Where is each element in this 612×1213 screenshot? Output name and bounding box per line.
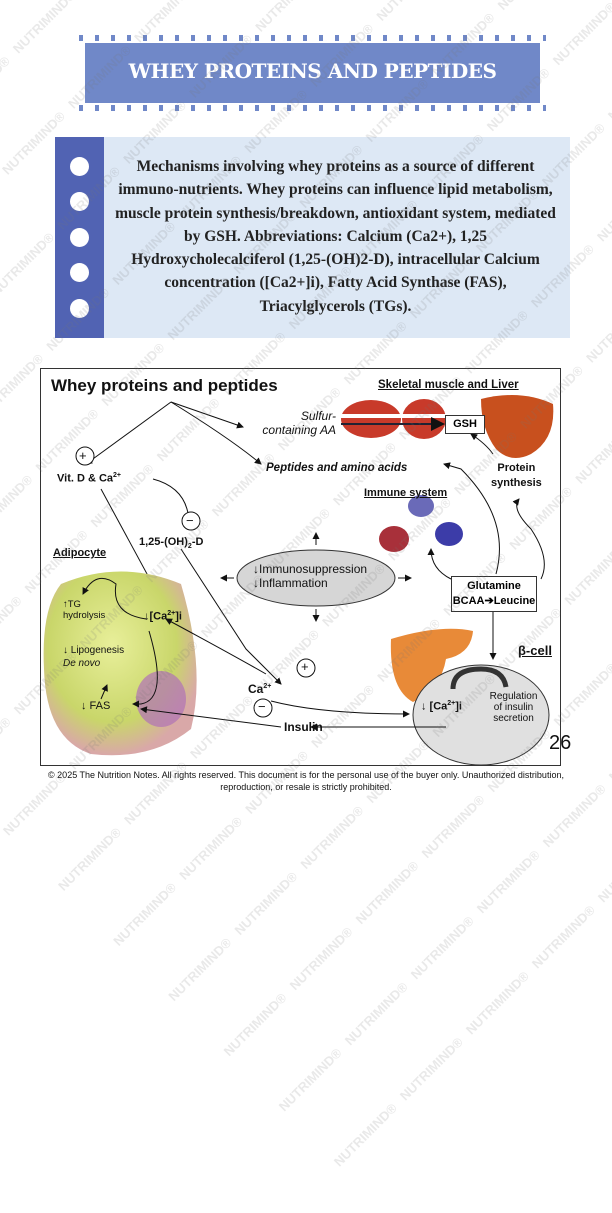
sulfur-aa-label: Sulfur-containing AA — [244, 409, 336, 437]
title-banner: WHEY PROTEINS AND PEPTIDES — [79, 35, 546, 111]
copyright-footer: © 2025 The Nutrition Notes. All rights r… — [0, 769, 612, 793]
immune-system-label: Immune system — [364, 487, 448, 499]
skeletal-muscle-liver-label: Skeletal muscle and Liver — [378, 379, 519, 391]
minus-sign: − — [186, 513, 194, 528]
liver-image — [481, 395, 554, 458]
diagram-title: Whey proteins and peptides — [51, 376, 278, 395]
fas-label: ↓ FAS — [81, 700, 111, 712]
bullet-dot — [70, 263, 89, 282]
page-title: WHEY PROTEINS AND PEPTIDES — [128, 59, 497, 83]
beta-cell-ellipse — [412, 664, 550, 765]
bullet-dot — [70, 192, 89, 211]
description-box: Mechanisms involving whey proteins as a … — [55, 137, 570, 338]
minus-sign: − — [258, 699, 266, 714]
diagram-graphics — [43, 395, 554, 765]
adipocyte-label: Adipocyte — [53, 547, 107, 559]
bullet-dot — [70, 228, 89, 247]
oh-d-label: 1,25-(OH)2-D — [139, 536, 204, 551]
beta-cell-label: β-cell — [518, 643, 552, 658]
decorative-strip — [55, 137, 104, 338]
adipocyte-ca-label: ↓[Ca2+]i — [144, 610, 182, 623]
bullet-dot — [70, 299, 89, 318]
plus-sign: + — [79, 448, 87, 463]
footer-line2: reproduction, or resale is strictly proh… — [220, 782, 392, 792]
sulfur-line2: containing AA — [262, 423, 336, 437]
mechanism-diagram: Whey proteins and peptides Skeletal musc… — [40, 368, 561, 766]
pancreas-image — [390, 628, 473, 702]
muscle-image — [341, 399, 446, 439]
gsh-box: GSH — [445, 415, 485, 434]
sulfur-line1: Sulfur- — [300, 409, 336, 423]
bullet-dot — [70, 157, 89, 176]
vit-d-ca-label: Vit. D & Ca2+ — [57, 472, 122, 485]
insulin-label: Insulin — [284, 720, 323, 734]
immuno-label: ↓Immunosuppression↓Inflammation — [253, 562, 368, 590]
immuno-ellipse — [236, 549, 396, 607]
footer-line1: © 2025 The Nutrition Notes. All rights r… — [48, 770, 564, 780]
ca-label: Ca2+ — [248, 682, 272, 696]
description-text: Mechanisms involving whey proteins as a … — [115, 158, 556, 315]
beta-cell-ca-label: ↓ [Ca2+]i — [421, 700, 462, 713]
peptides-amino-acids-label: Peptides and amino acids — [266, 462, 408, 474]
page-number: 26 — [549, 732, 572, 754]
plus-sign: + — [301, 659, 309, 674]
